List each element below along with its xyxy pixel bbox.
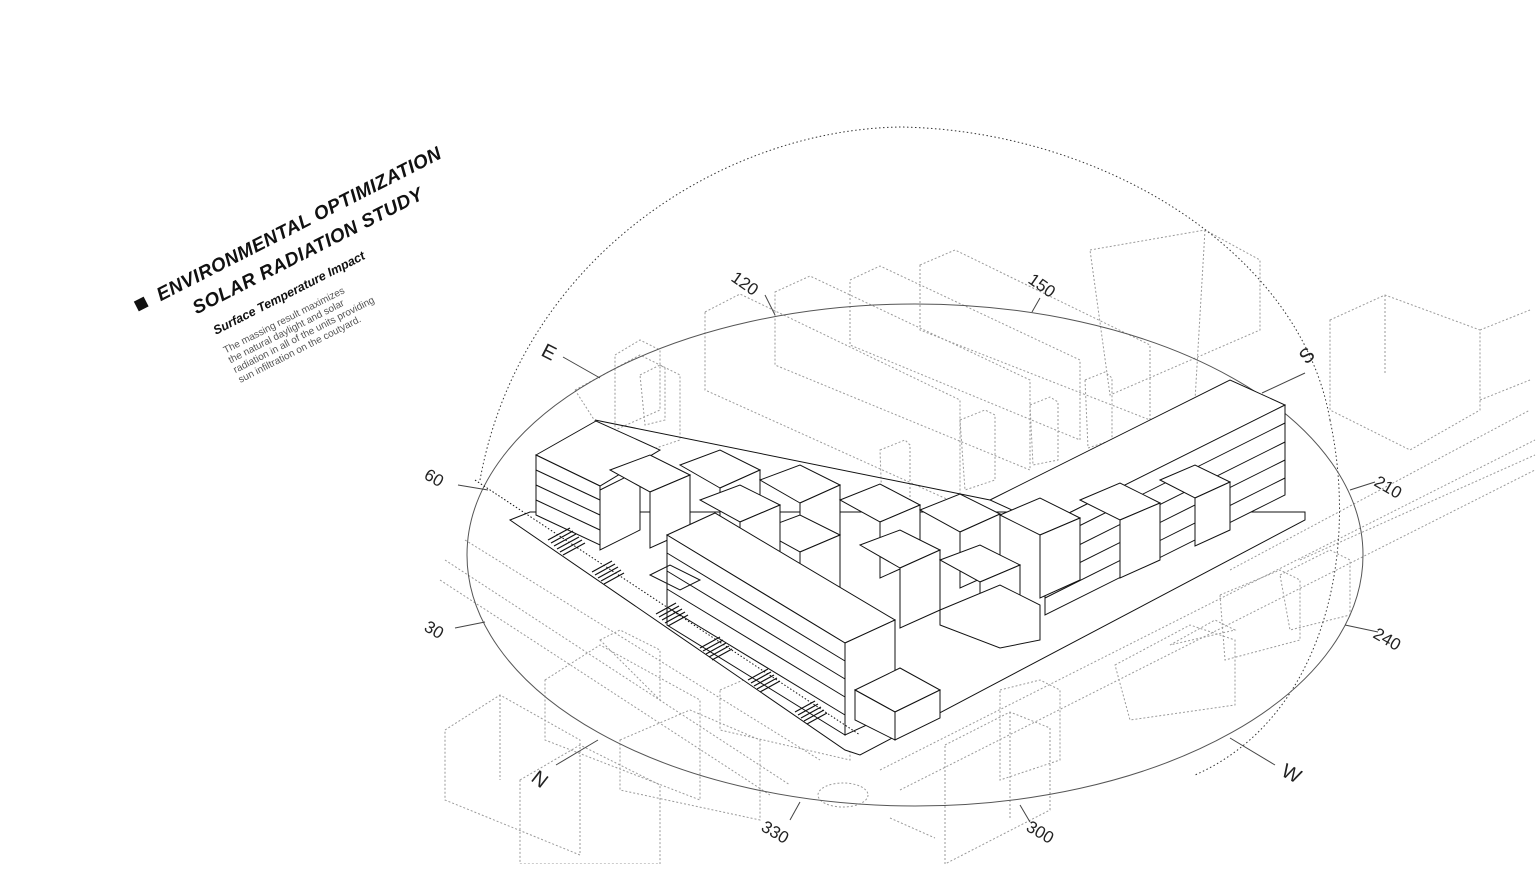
stair-3 (655, 602, 689, 627)
sun-path-dome (466, 126, 1364, 807)
degree-label-330: 330 (758, 817, 792, 848)
degree-label-60: 60 (421, 465, 447, 491)
annex-side (894, 689, 941, 741)
terraced-units (599, 449, 1232, 649)
compass-ticks (454, 294, 1379, 823)
direction-label-s: S (1295, 343, 1319, 368)
degree-label-240: 240 (1370, 624, 1404, 655)
direction-label-n: N (527, 767, 552, 793)
degree-label-150: 150 (1025, 270, 1059, 302)
context-buildings (439, 229, 1536, 865)
entrance-stairs (547, 527, 828, 725)
stair-6 (794, 700, 828, 725)
degree-label-120: 120 (728, 268, 762, 300)
direction-label-w: W (1278, 760, 1305, 788)
degree-label-30: 30 (421, 617, 447, 643)
stair-1 (547, 527, 586, 556)
stair-2 (591, 560, 625, 585)
degree-label-210: 210 (1371, 472, 1405, 503)
degree-label-300: 300 (1023, 817, 1057, 848)
stair-4 (699, 636, 733, 661)
horizon-circle (466, 303, 1364, 807)
direction-label-e: E (538, 340, 560, 366)
building-massing (508, 379, 1306, 756)
stair-5 (747, 668, 781, 693)
